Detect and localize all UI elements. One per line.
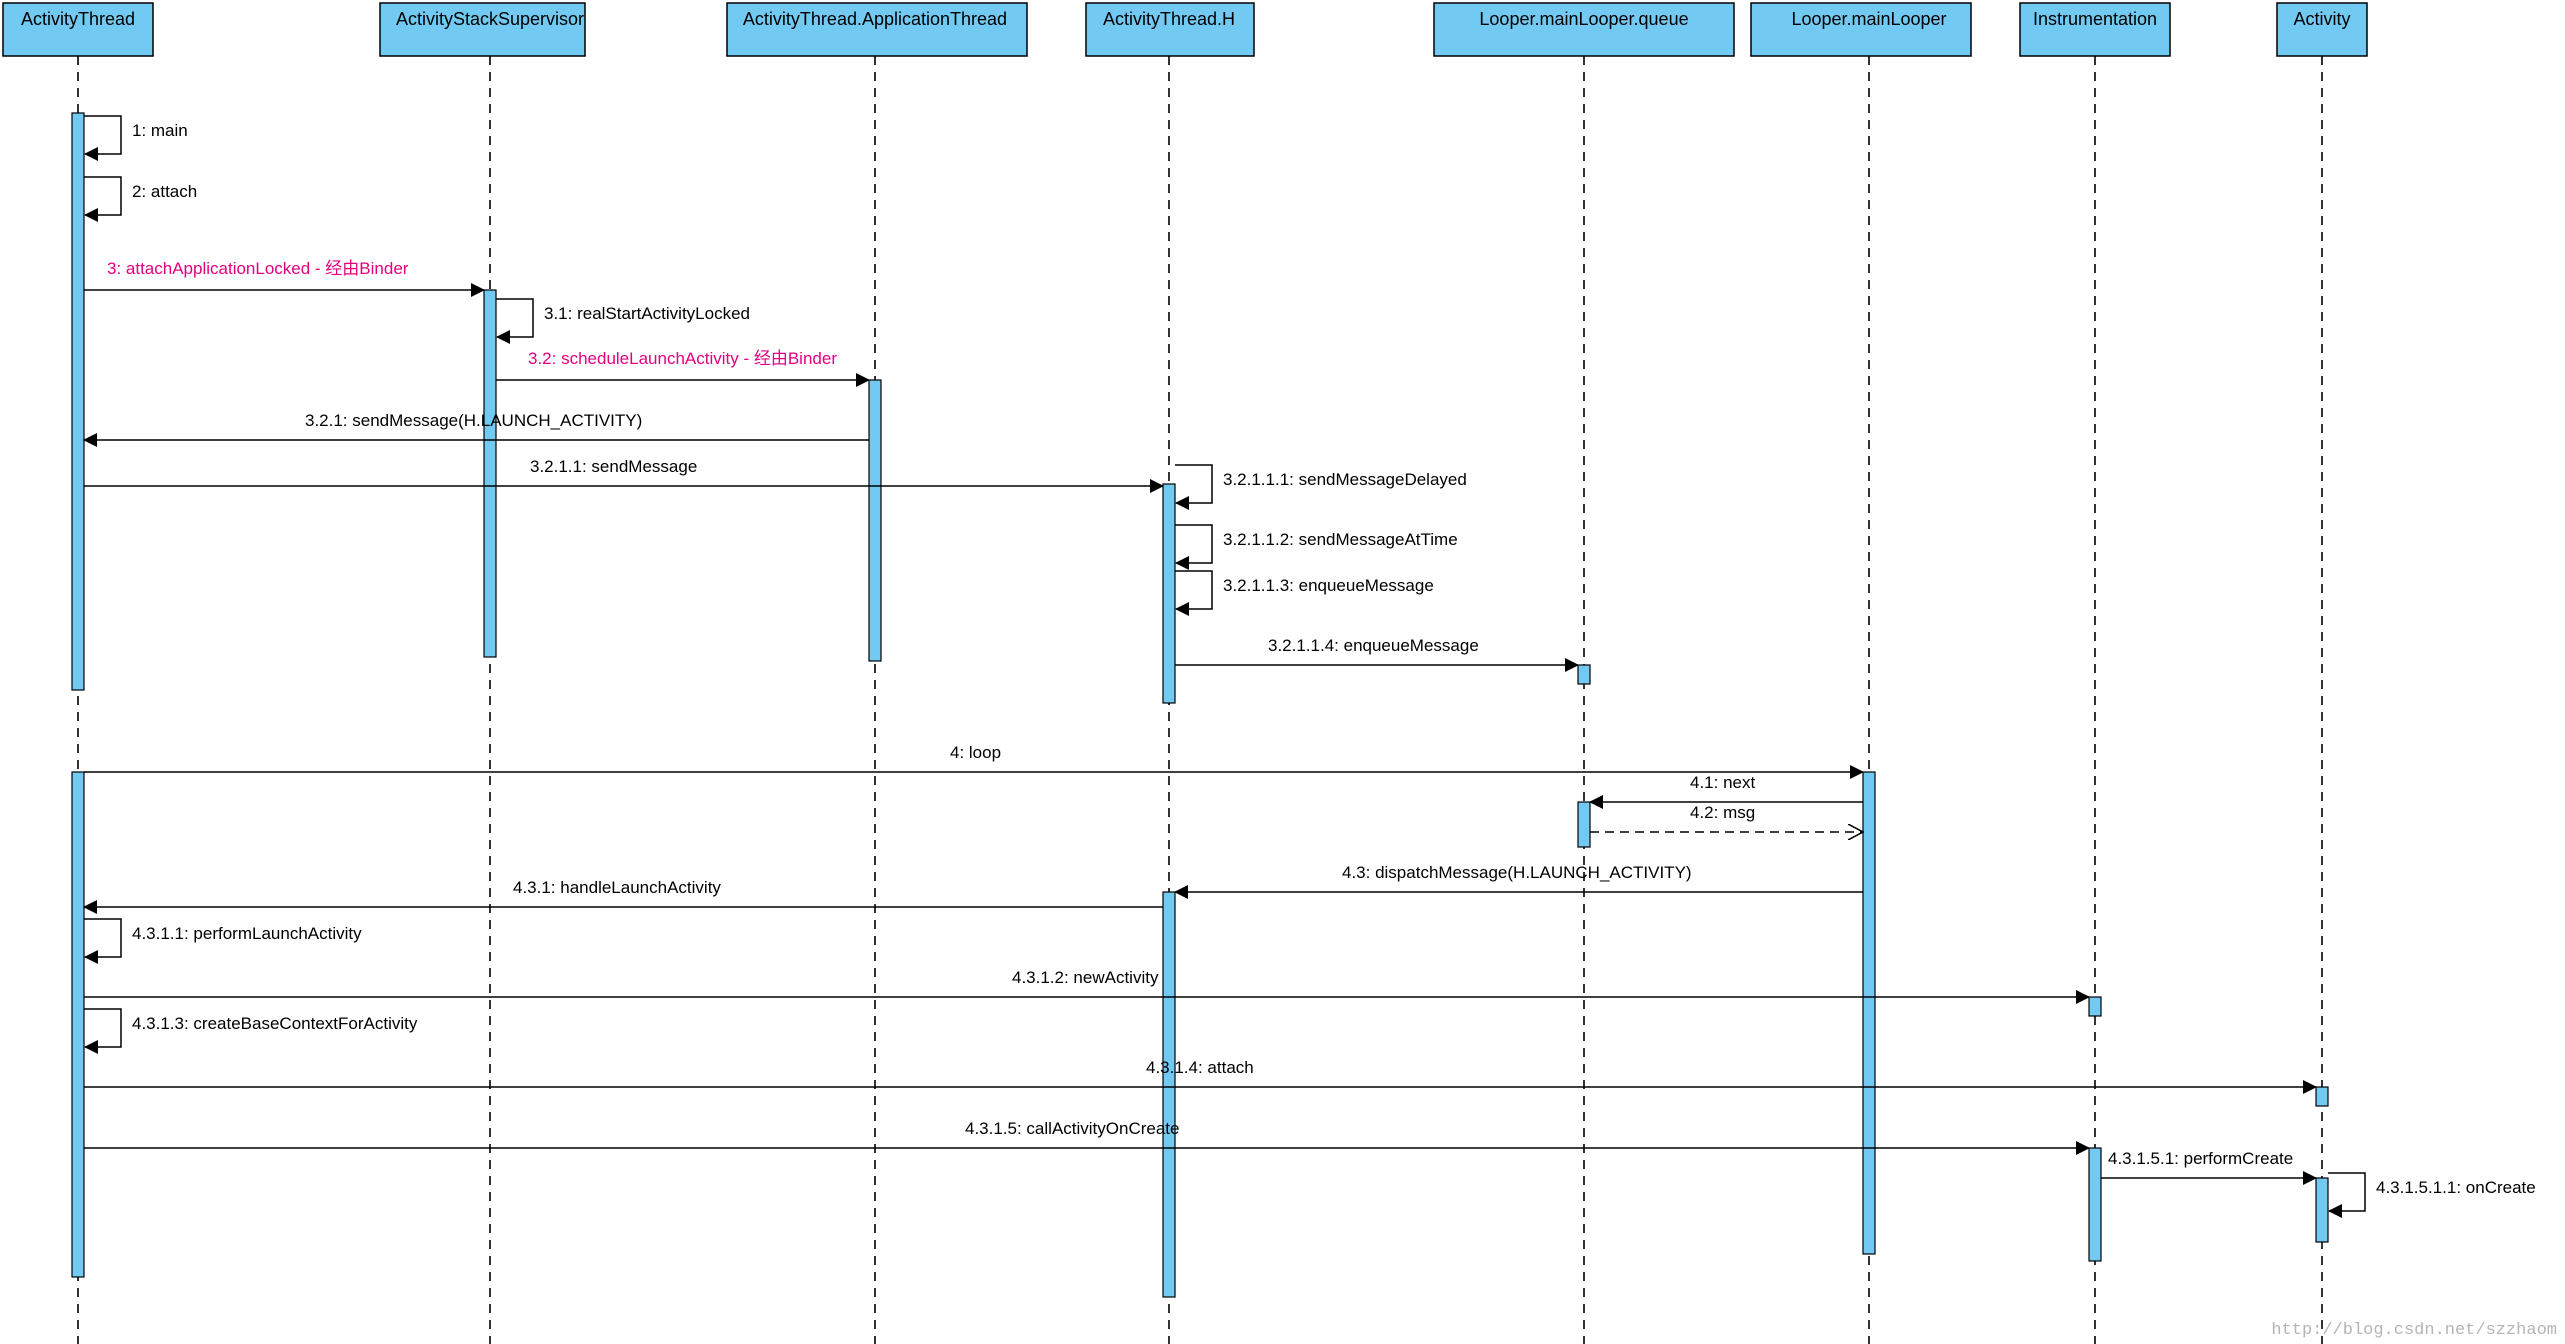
lifeline-head-ass: ActivityStackSupervisor — [379, 2, 586, 57]
activation-ass — [483, 289, 497, 658]
message-arrow — [496, 298, 534, 344]
message-label: 4.1: next — [1690, 773, 1755, 792]
message-label: 4.3.1.2: newActivity — [1012, 968, 1159, 987]
activation-ath — [1162, 891, 1176, 1298]
lifeline-head-act: Activity — [2276, 2, 2368, 57]
lifeline-box — [1750, 2, 1972, 57]
message: 4.3.1: handleLaunchActivity — [83, 878, 1163, 914]
activation-ath — [1162, 483, 1176, 704]
message-arrow — [84, 115, 122, 161]
lifeline-head-ins: Instrumentation — [2019, 2, 2171, 57]
activation-act — [2315, 1086, 2329, 1107]
message-label: 3.2.1.1.4: enqueueMessage — [1268, 636, 1479, 655]
message: 4.2: msg — [1590, 803, 1863, 832]
message: 4.3.1.5: callActivityOnCreate — [84, 1119, 2090, 1155]
lifeline-head-lq: Looper.mainLooper.queue — [1433, 2, 1735, 57]
message: 4.1: next — [1589, 773, 1863, 809]
message: 3.2.1.1.2: sendMessageAtTime — [1175, 524, 1458, 570]
activation-at — [71, 771, 85, 1278]
watermark-text: http://blog.csdn.net/szzhaom — [2271, 1321, 2557, 1340]
lifeline-label: ActivityStackSupervisor — [396, 9, 584, 29]
lifeline-box — [2276, 2, 2368, 57]
message: 4.3.1.4: attach — [84, 1058, 2317, 1094]
message-arrow — [1175, 524, 1213, 570]
message: 4.3.1.1: performLaunchActivity — [84, 918, 362, 964]
lifeline-box — [1433, 2, 1735, 57]
message-label: 3: attachApplicationLocked - 经由Binder — [107, 259, 409, 278]
message: 4: loop — [84, 743, 1864, 779]
message: 3.2.1.1.1: sendMessageDelayed — [1175, 464, 1467, 510]
message: 4.3.1.3: createBaseContextForActivity — [84, 1008, 418, 1054]
activation-act — [2315, 1177, 2329, 1243]
message: 4.3.1.2: newActivity — [84, 968, 2090, 1004]
activation-lq — [1577, 664, 1591, 685]
message: 4.3.1.5.1.1: onCreate — [2328, 1172, 2536, 1218]
message-label: 4.3: dispatchMessage(H.LAUNCH_ACTIVITY) — [1342, 863, 1692, 882]
message: 4.3.1.5.1: performCreate — [2101, 1149, 2317, 1185]
message: 3: attachApplicationLocked - 经由Binder — [84, 259, 485, 297]
message-arrow — [1175, 570, 1213, 616]
message: 3.2.1.1: sendMessage — [84, 457, 1164, 493]
message-arrow — [84, 1008, 122, 1054]
message: 3.2.1.1.4: enqueueMessage — [1175, 636, 1579, 672]
message-label: 4.3.1: handleLaunchActivity — [513, 878, 721, 897]
message: 2: attach — [84, 176, 197, 222]
activation-atat — [868, 379, 882, 662]
message: 1: main — [84, 115, 188, 161]
message-label: 4.3.1.4: attach — [1146, 1058, 1254, 1077]
message-label: 4.3.1.1: performLaunchActivity — [132, 924, 362, 943]
message-label: 3.2: scheduleLaunchActivity - 经由Binder — [528, 349, 837, 368]
message-label: 3.1: realStartActivityLocked — [544, 304, 750, 323]
activation-at — [71, 112, 85, 691]
lifeline-box — [726, 2, 1028, 57]
message-label: 3.2.1.1.2: sendMessageAtTime — [1223, 530, 1458, 549]
lifeline-label: ActivityThread.ApplicationThread — [743, 9, 1007, 29]
message-arrow — [84, 918, 122, 964]
message-label: 4.2: msg — [1690, 803, 1755, 822]
message-label: 4.3.1.5: callActivityOnCreate — [965, 1119, 1179, 1138]
lifeline-label: ActivityThread.H — [1103, 9, 1235, 29]
message: 3.2: scheduleLaunchActivity - 经由Binder — [496, 349, 870, 387]
lifeline-box — [2, 2, 154, 57]
message: 3.2.1: sendMessage(H.LAUNCH_ACTIVITY) — [83, 411, 869, 447]
lifeline-label: Looper.mainLooper.queue — [1479, 9, 1688, 29]
lifeline-box — [2019, 2, 2171, 57]
message-label: 4.3.1.5.1.1: onCreate — [2376, 1178, 2536, 1197]
message-label: 4.3.1.5.1: performCreate — [2108, 1149, 2293, 1168]
message-arrow — [2328, 1172, 2366, 1218]
message-label: 4.3.1.3: createBaseContextForActivity — [132, 1014, 418, 1033]
message-label: 1: main — [132, 121, 188, 140]
message-label: 4: loop — [950, 743, 1001, 762]
lifeline-box — [379, 2, 586, 57]
lifeline-head-atat: ActivityThread.ApplicationThread — [726, 2, 1028, 57]
activation-lq — [1577, 801, 1591, 848]
lifeline-box — [1085, 2, 1255, 57]
activation-ml — [1862, 771, 1876, 1255]
message-label: 3.2.1.1: sendMessage — [530, 457, 697, 476]
lifeline-label: ActivityThread — [21, 9, 135, 29]
message-label: 3.2.1: sendMessage(H.LAUNCH_ACTIVITY) — [305, 411, 642, 430]
message: 3.2.1.1.3: enqueueMessage — [1175, 570, 1434, 616]
message-label: 3.2.1.1.3: enqueueMessage — [1223, 576, 1434, 595]
lifeline-label: Instrumentation — [2033, 9, 2157, 29]
lifeline-label: Activity — [2293, 9, 2350, 29]
message: 3.1: realStartActivityLocked — [496, 298, 750, 344]
activation-ins — [2088, 996, 2102, 1017]
message: 4.3: dispatchMessage(H.LAUNCH_ACTIVITY) — [1174, 863, 1863, 899]
message-label: 3.2.1.1.1: sendMessageDelayed — [1223, 470, 1467, 489]
lifeline-head-ml: Looper.mainLooper — [1750, 2, 1972, 57]
activation-ins — [2088, 1147, 2102, 1262]
message-label: 2: attach — [132, 182, 197, 201]
lifeline-head-at: ActivityThread — [2, 2, 154, 57]
lifeline-head-ath: ActivityThread.H — [1085, 2, 1255, 57]
message-arrow — [1175, 464, 1213, 510]
message-arrow — [84, 176, 122, 222]
lifeline-label: Looper.mainLooper — [1791, 9, 1946, 29]
